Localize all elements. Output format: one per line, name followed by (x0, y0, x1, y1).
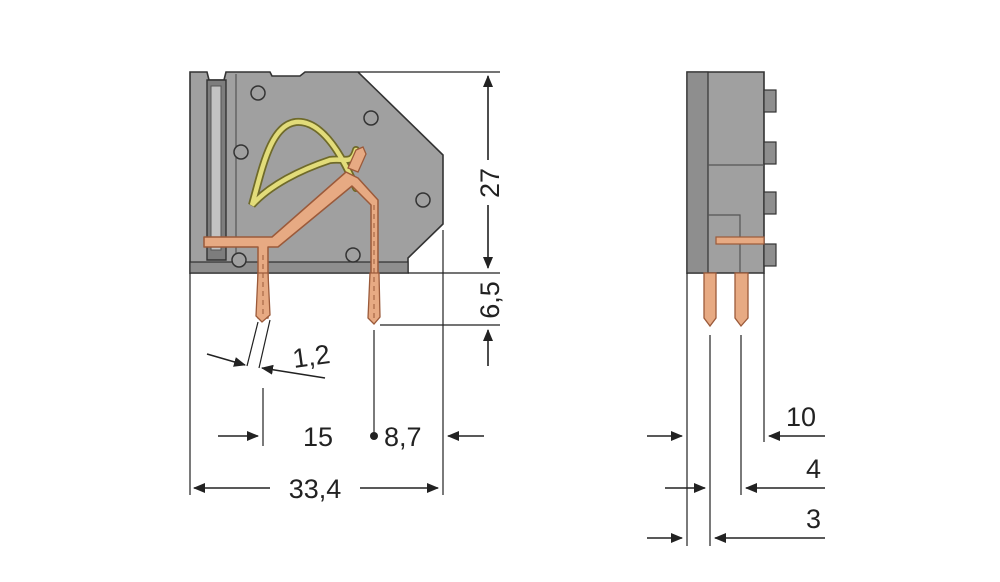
side-pin-right (734, 272, 749, 328)
hole-icon (250, 85, 266, 101)
side-knob-icon (763, 191, 777, 215)
dim-side-10: 10 (786, 402, 816, 432)
front-dimensions: 27 6,5 1,2 15 8,7 33,4 (189, 71, 505, 504)
side-pin-left (703, 272, 717, 328)
dim-offset-front: 8,7 (384, 422, 422, 452)
dim-pitch-front: 15 (303, 422, 333, 452)
hole-icon (345, 247, 361, 263)
clamp-spring-fill (249, 119, 359, 207)
hole-icon (231, 252, 247, 268)
front-slot-inner (210, 85, 222, 251)
side-knob-icon (763, 141, 777, 165)
side-left-band (686, 71, 709, 274)
side-knob-icon (763, 243, 777, 267)
side-contact-tab (715, 236, 765, 245)
copper-tab (347, 146, 367, 173)
side-knob-icon (763, 89, 777, 113)
side-view (686, 71, 777, 328)
side-step (708, 214, 741, 273)
side-dimensions: 10 4 3 (647, 273, 825, 546)
dim-pin-width: 1,2 (291, 339, 332, 374)
dim-width-total: 33,4 (289, 474, 342, 504)
dim-pin-length: 6,5 (475, 281, 505, 319)
dim-side-3: 3 (806, 504, 821, 534)
dim-height-total: 27 (475, 168, 505, 198)
hole-icon (415, 192, 431, 208)
dim-origin-dot (370, 432, 378, 440)
hole-icon (363, 110, 379, 126)
hole-icon (233, 144, 249, 160)
front-pin-left (255, 272, 271, 323)
front-view (189, 71, 444, 325)
dim-side-4: 4 (806, 454, 821, 484)
